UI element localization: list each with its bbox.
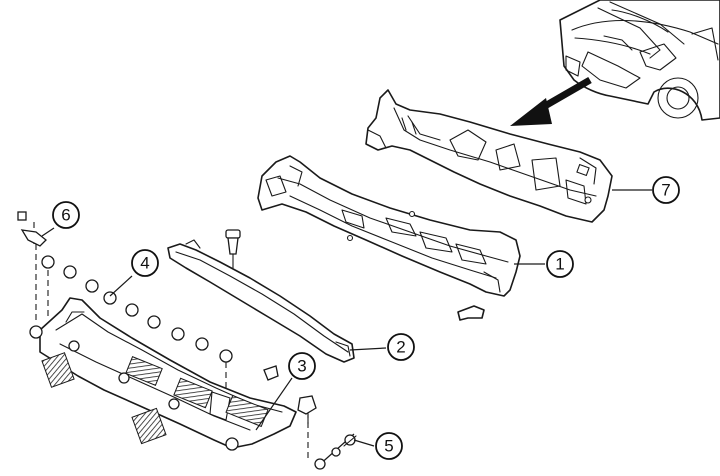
callout-6: 6: [52, 201, 80, 229]
small-bracket: [457, 305, 485, 321]
callout-4-label: 4: [140, 254, 149, 273]
part-1-cowl-extension: [257, 155, 521, 297]
push-clip: [225, 229, 241, 269]
part-5-washer-hose: [314, 433, 357, 470]
bead: [125, 303, 139, 317]
part-2-seal-strip: [167, 239, 355, 363]
side-grilles: [41, 352, 167, 445]
callout-2: 2: [387, 333, 415, 361]
callout-4: 4: [131, 249, 159, 277]
bead: [41, 255, 55, 269]
leader-lines: [41, 189, 652, 447]
callout-1-label: 1: [555, 255, 564, 274]
direction-arrow: [510, 76, 592, 126]
callout-2-label: 2: [396, 338, 405, 357]
bead: [63, 265, 77, 279]
part-6-clip: [17, 211, 47, 247]
bead: [147, 315, 161, 329]
callout-5: 5: [375, 432, 403, 460]
part-7-cowl-panel: [365, 89, 613, 223]
bead: [103, 291, 117, 305]
callout-6-label: 6: [61, 206, 70, 225]
callout-3: 3: [288, 352, 316, 380]
part-4-fastener-chain: [41, 255, 233, 363]
bead: [195, 337, 209, 351]
bead: [171, 327, 185, 341]
clip-near-part-3: [263, 365, 317, 425]
callout-7: 7: [652, 176, 680, 204]
callout-7-label: 7: [661, 181, 670, 200]
part-3-cowl-top-cover: [29, 297, 297, 451]
bead: [85, 279, 99, 293]
callout-5-label: 5: [384, 437, 393, 456]
vehicle-illustration: [559, 0, 720, 121]
callout-1: 1: [546, 250, 574, 278]
bead: [219, 349, 233, 363]
callout-3-label: 3: [297, 357, 306, 376]
